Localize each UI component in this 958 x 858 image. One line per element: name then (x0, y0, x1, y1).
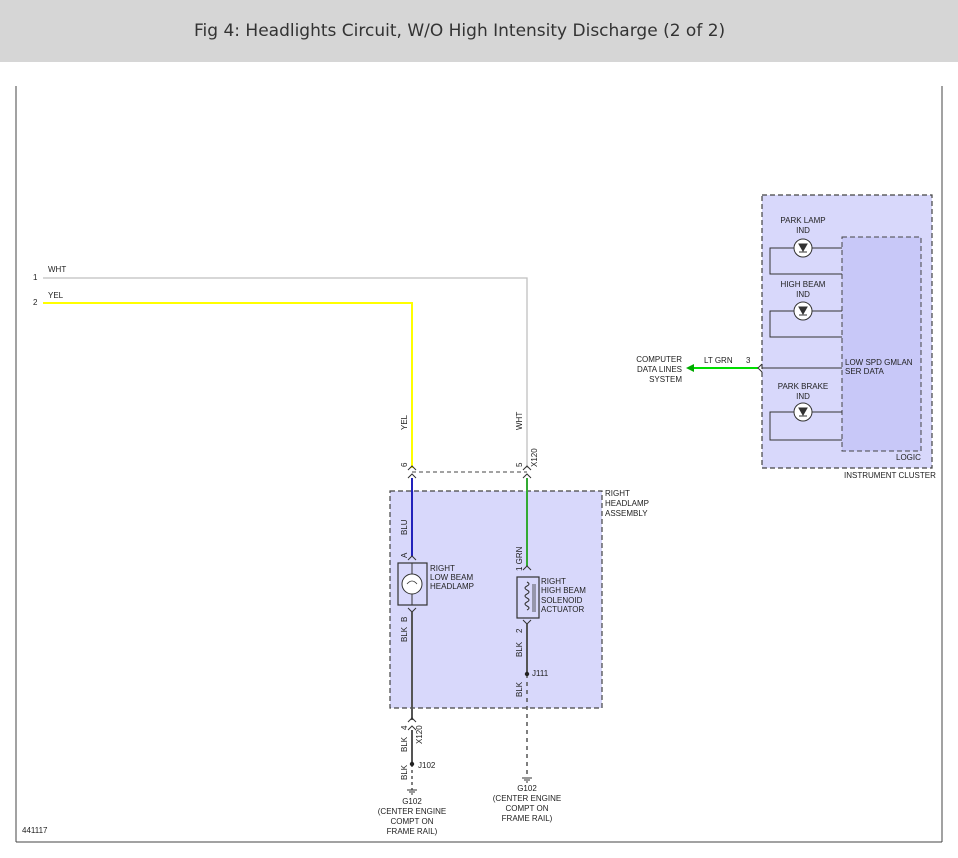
ground-left-id: G102 (402, 797, 422, 806)
wht-wire: WHT 1 WHT (33, 265, 528, 468)
pin-5-label: 5 (515, 462, 524, 467)
park-lamp-label-line1: PARK LAMP (780, 216, 825, 225)
grn-wire (522, 478, 532, 571)
blk-label-right-upper: BLK (515, 641, 524, 657)
high-beam-indicator (769, 301, 842, 338)
gmlan-label-line2: SER DATA (845, 367, 884, 376)
connector-x120-top-label: X120 (530, 448, 539, 467)
headlamp-assembly-box (389, 490, 603, 709)
pin-6-label: 6 (400, 462, 409, 467)
wht-vertical-label: WHT (515, 412, 524, 430)
splice-j111-dot (524, 671, 530, 677)
pin-2-label: 2 (515, 628, 524, 633)
connector-x120-top (407, 465, 532, 479)
instrument-cluster-label: INSTRUMENT CLUSTER (844, 471, 936, 480)
blu-wire (407, 478, 417, 561)
high-beam-label-line1: RIGHT (541, 577, 566, 586)
high-beam-label-line3: SOLENOID (541, 596, 583, 605)
park-lamp-indicator (769, 238, 842, 275)
header-bar: Fig 4: Headlights Circuit, W/O High Inte… (0, 0, 958, 62)
headlamp-assembly-label-line3: ASSEMBLY (605, 509, 648, 518)
high-beam-label-line4: ACTUATOR (541, 605, 584, 614)
high-beam-label-line2: HIGH BEAM (541, 586, 586, 595)
headlamp-assembly-label-line1: RIGHT (605, 489, 630, 498)
ground-left-symbol (407, 789, 417, 795)
yel-wire-label: YEL (48, 291, 64, 300)
yel-vertical-label: YEL (400, 414, 409, 430)
pin-4-label: 4 (400, 725, 409, 730)
lt-grn-wire-label: LT GRN (704, 356, 733, 365)
park-lamp-label-line2: IND (796, 226, 810, 235)
yel-wire: YEL 2 YEL (33, 291, 413, 468)
connector-x120-bottom-label: X120 (415, 725, 424, 744)
park-brake-label-line1: PARK BRAKE (778, 382, 829, 391)
low-beam-label-line2: LOW BEAM (430, 573, 473, 582)
ground-right-line1: (CENTER ENGINE (493, 794, 561, 803)
yel-pin-number: 2 (33, 298, 38, 307)
computer-data-line3: SYSTEM (649, 375, 682, 384)
ground-left-line3: FRAME RAIL) (387, 827, 438, 836)
lt-grn-arrowhead (686, 364, 694, 372)
blk-wire-right (522, 619, 532, 778)
blk-label-left-upper: BLK (400, 626, 409, 642)
blk-label-left-lower: BLK (400, 764, 409, 780)
blu-wire-label: BLU (400, 519, 409, 535)
logic-label: LOGIC (896, 453, 921, 462)
grn-wire-label: 1 GRN (515, 546, 524, 571)
blk-label-right-lower: BLK (515, 681, 524, 697)
park-brake-indicator (769, 402, 842, 441)
wht-wire-label: WHT (48, 265, 66, 274)
pin-b-label: B (400, 617, 409, 622)
figure-title: Fig 4: Headlights Circuit, W/O High Inte… (194, 21, 726, 41)
headlamp-assembly-label-line2: HEADLAMP (605, 499, 649, 508)
splice-j102-label: J102 (418, 761, 436, 770)
ground-right-line2: COMPT ON (506, 804, 549, 813)
park-brake-label-line2: IND (796, 392, 810, 401)
high-beam-solenoid-actuator (516, 576, 540, 619)
pin-3-label: 3 (746, 356, 751, 365)
pin-a-label: A (400, 552, 409, 558)
computer-data-line2: DATA LINES (637, 365, 682, 374)
ground-right-id: G102 (517, 784, 537, 793)
diagram-frame (15, 86, 943, 843)
ground-right-line3: FRAME RAIL) (502, 814, 553, 823)
high-beam-ind-label-line1: HIGH BEAM (781, 280, 826, 289)
ground-left-line1: (CENTER ENGINE (378, 807, 446, 816)
computer-data-line1: COMPUTER (636, 355, 682, 364)
blk-label-left-middle: BLK (400, 736, 409, 752)
logic-module-box (841, 236, 922, 452)
ground-right-symbol (522, 777, 532, 783)
low-beam-headlamp (397, 562, 428, 606)
high-beam-ind-label-line2: IND (796, 290, 810, 299)
splice-j111-label: J111 (532, 669, 549, 678)
low-beam-label-line3: HEADLAMP (430, 582, 474, 591)
gmlan-label-line1: LOW SPD GMLAN (845, 358, 913, 367)
wht-pin-number: 1 (33, 273, 38, 282)
figure-number: 441117 (22, 826, 48, 835)
ground-left-line2: COMPT ON (391, 817, 434, 826)
splice-j102-dot (409, 761, 415, 767)
blk-wire-left (407, 607, 417, 790)
lt-grn-wire (686, 363, 842, 373)
low-beam-label-line1: RIGHT (430, 564, 455, 573)
